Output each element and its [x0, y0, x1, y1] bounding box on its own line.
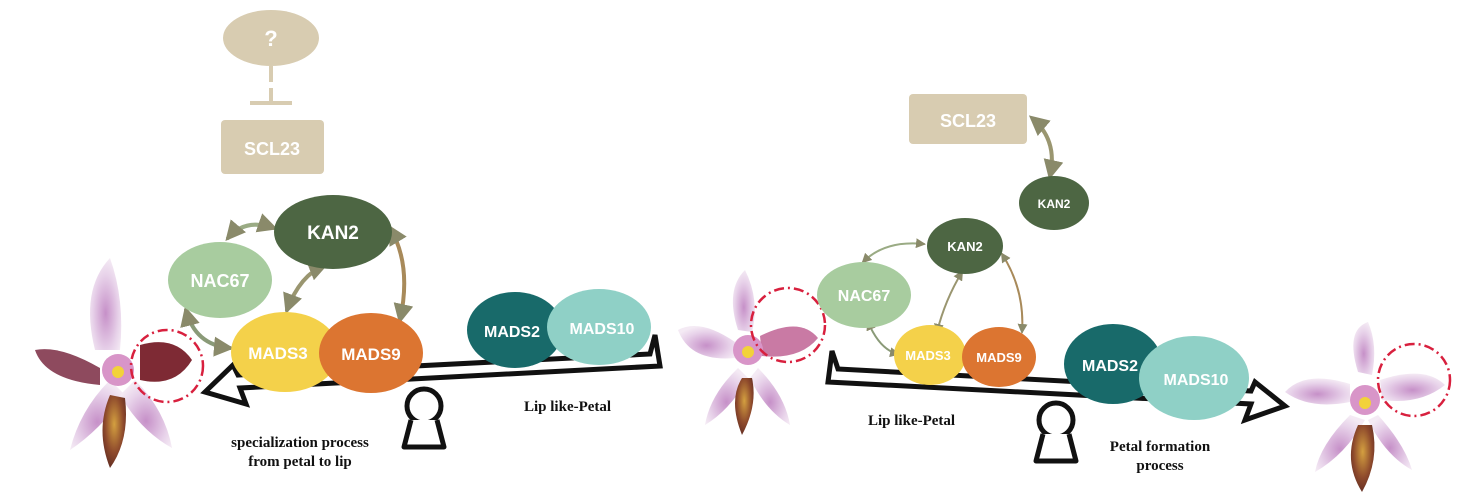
right-mads2-node: MADS2: [1064, 324, 1162, 404]
right-fulcrum: [1033, 400, 1079, 464]
nac67-node: NAC67: [168, 242, 272, 318]
inhibition-connector: [250, 66, 292, 105]
scl23-label: SCL23: [244, 139, 300, 159]
right-orchid-image: [1285, 322, 1452, 492]
left-fulcrum: [401, 386, 447, 450]
mads3-label: MADS3: [248, 344, 308, 363]
right-mads10-label: MADS10: [1164, 372, 1229, 389]
nac67-label: NAC67: [190, 271, 249, 291]
right-kan2-top-label: KAN2: [1038, 197, 1071, 211]
right-nac67-node: NAC67: [817, 262, 911, 328]
right-mads9-node: MADS9: [962, 327, 1036, 387]
mads9-node: MADS9: [319, 313, 423, 393]
center-orchid-image: [678, 270, 827, 435]
right-kan2-node: KAN2: [927, 218, 1003, 274]
left-highlight-circle: [129, 328, 205, 404]
right-scl23-label: SCL23: [940, 111, 996, 131]
right-nac67-label: NAC67: [838, 288, 891, 305]
right-mads3-node: MADS3: [894, 325, 966, 385]
nac67-mads3-arrow: [180, 306, 234, 357]
nac67-kan2-arrow: [225, 213, 278, 242]
right-mads9-label: MADS9: [976, 350, 1022, 365]
scl23-kan2-arrow: [1028, 115, 1064, 180]
right-process-label-line2: process: [1136, 458, 1183, 474]
right-kan2-top-node: KAN2: [1019, 176, 1089, 230]
right-process-label-line1: Petal formation: [1110, 439, 1211, 455]
mads10-label: MADS10: [570, 321, 635, 338]
center-highlight-circle: [749, 286, 827, 364]
left-process-label-line1: specialization process: [231, 435, 369, 451]
mads3-kan2-arrow: [283, 261, 329, 314]
scl23-node: SCL23: [221, 120, 324, 174]
kan2-node: KAN2: [274, 195, 392, 269]
right-kan2-label: KAN2: [947, 239, 982, 254]
mads3-node: MADS3: [231, 312, 339, 392]
unknown-regulator-label: ?: [264, 26, 277, 51]
unknown-regulator-node: ?: [223, 10, 319, 66]
mads10-node: MADS10: [547, 289, 651, 365]
right-scl23-node: SCL23: [909, 94, 1027, 144]
mads2-node: MADS2: [467, 292, 563, 368]
left-orchid-image: [35, 258, 205, 468]
right-lip-like-petal-label: Lip like-Petal: [868, 413, 955, 429]
right-panel: SCL23 KAN2 KAN2 NAC67: [817, 94, 1452, 492]
left-panel: ? SCL23 KAN2 NAC67: [35, 10, 663, 470]
kan2-mads9-arrow: [387, 224, 414, 324]
right-mads2-label: MADS2: [1082, 358, 1138, 375]
left-lip-like-petal-label: Lip like-Petal: [524, 399, 611, 415]
right-mads10-node: MADS10: [1139, 336, 1249, 420]
mads9-label: MADS9: [341, 345, 401, 364]
right-highlight-circle: [1376, 342, 1452, 418]
kan2-label: KAN2: [307, 223, 359, 244]
left-process-label-line2: from petal to lip: [248, 454, 351, 470]
right-mads3-label: MADS3: [905, 348, 951, 363]
mads2-label: MADS2: [484, 324, 540, 341]
